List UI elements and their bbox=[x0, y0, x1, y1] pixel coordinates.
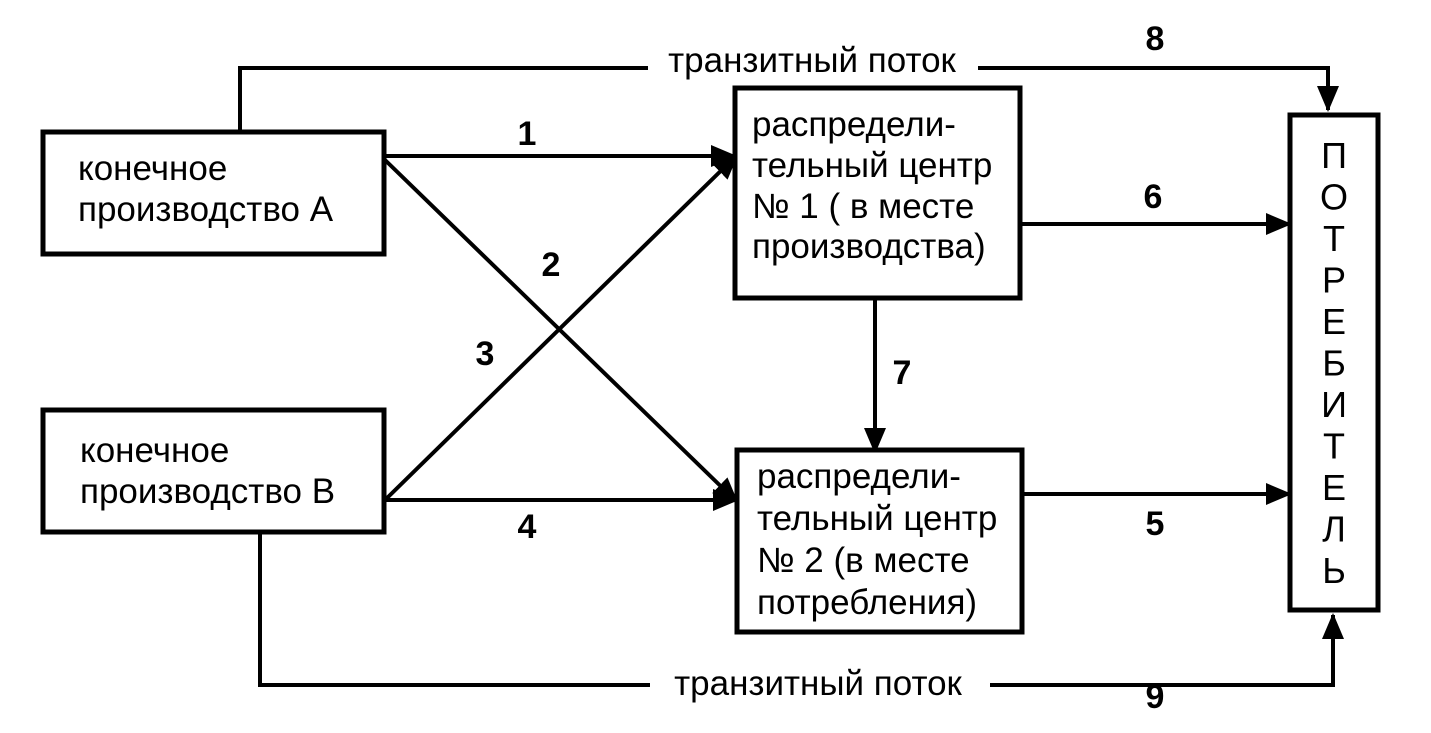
edge-4: 4 bbox=[385, 489, 739, 546]
edge-5: 5 bbox=[1022, 483, 1292, 543]
node-dc2: распредели- тельный центр № 2 (в месте п… bbox=[734, 447, 1025, 635]
edge-1-label: 1 bbox=[518, 115, 537, 153]
dc1-line-4: производства) bbox=[752, 227, 986, 266]
dc1-line-1: распредели- bbox=[752, 105, 956, 144]
edge-5-label: 5 bbox=[1146, 505, 1165, 543]
consumer-letter: П bbox=[1321, 135, 1347, 176]
dc2-line-2: тельный центр bbox=[757, 499, 997, 538]
edge-2-label: 2 bbox=[542, 246, 561, 284]
edge-6-label: 6 bbox=[1144, 178, 1163, 216]
consumer-letter: Е bbox=[1322, 301, 1346, 342]
dc1-line-2: тельный центр bbox=[752, 146, 992, 185]
consumer-letter: О bbox=[1320, 177, 1348, 218]
consumer-letter: Л bbox=[1322, 509, 1346, 550]
consumer-letter: Р bbox=[1322, 260, 1346, 301]
edge-7-label: 7 bbox=[893, 354, 912, 392]
edge-8-transit-top: транзитный поток 8 bbox=[238, 20, 1339, 130]
consumer-letter: Ь bbox=[1322, 550, 1346, 591]
consumer-letter: Т bbox=[1323, 218, 1345, 259]
node-dc1: распредели- тельный центр № 1 ( в месте … bbox=[732, 85, 1023, 301]
edge-6: 6 bbox=[1020, 178, 1292, 235]
producer-b-line-2: производство В bbox=[80, 472, 335, 511]
consumer-letter: И bbox=[1321, 384, 1347, 425]
edge-1: 1 bbox=[385, 115, 737, 167]
transit-bottom-label: транзитный поток bbox=[674, 664, 962, 703]
node-producer-b: конечное производство В bbox=[40, 407, 387, 535]
consumer-letter: Т bbox=[1323, 426, 1345, 467]
dc2-line-3: № 2 (в месте bbox=[757, 541, 970, 580]
edge-9-transit-bottom: транзитный поток 9 bbox=[258, 532, 1344, 716]
node-producer-a: конечное производство А bbox=[40, 129, 387, 257]
consumer-letter: Б bbox=[1322, 343, 1346, 384]
edge-9-label: 9 bbox=[1146, 678, 1165, 716]
producer-a-line-2: производство А bbox=[78, 190, 334, 229]
producer-b-line-1: конечное bbox=[80, 431, 229, 470]
edge-8-label: 8 bbox=[1146, 20, 1165, 58]
dc2-line-1: распредели- bbox=[757, 457, 961, 496]
edge-2: 2 bbox=[383, 158, 739, 504]
dc2-line-4: потребления) bbox=[757, 583, 977, 622]
transit-top-label: транзитный поток bbox=[668, 41, 956, 80]
edge-3: 3 bbox=[383, 153, 739, 502]
producer-a-line-1: конечное bbox=[78, 149, 227, 188]
edge-7: 7 bbox=[864, 298, 912, 454]
consumer-letter: Е bbox=[1322, 467, 1346, 508]
edge-3-label: 3 bbox=[476, 335, 495, 373]
dc1-line-3: № 1 ( в месте bbox=[752, 187, 974, 226]
edge-4-label: 4 bbox=[518, 508, 537, 546]
